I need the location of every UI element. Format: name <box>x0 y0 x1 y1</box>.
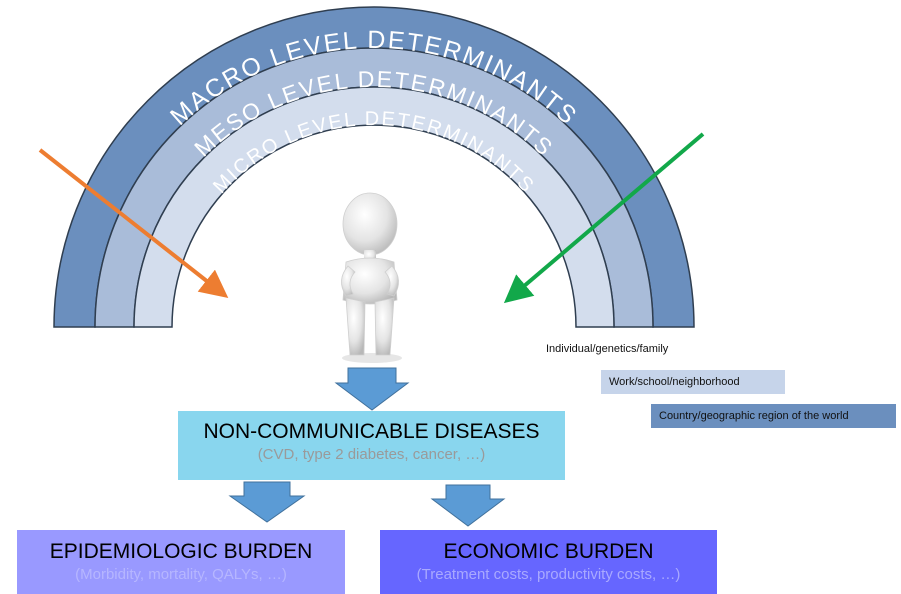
ncd-title: NON-COMMUNICABLE DISEASES <box>203 420 540 443</box>
ncd-box: NON-COMMUNICABLE DISEASES (CVD, type 2 d… <box>178 411 565 480</box>
ncd-subtitle: (CVD, type 2 diabetes, cancer, …) <box>257 446 486 463</box>
legend-work: Work/school/neighborhood <box>601 370 785 394</box>
orange-arrow <box>38 148 229 298</box>
economic-burden-subtitle: (Treatment costs, productivity costs, …) <box>416 566 681 583</box>
epidemiologic-burden-subtitle: (Morbidity, mortality, QALYs, …) <box>75 566 287 583</box>
down-arrow-to-economic <box>430 484 506 527</box>
legend-individual: Individual/genetics/family <box>538 337 719 361</box>
person-icon <box>341 192 402 363</box>
micro-ring <box>133 86 615 328</box>
economic-burden-title: ECONOMIC BURDEN <box>443 540 654 563</box>
economic-burden-box: ECONOMIC BURDEN (Treatment costs, produc… <box>380 530 717 594</box>
down-arrow-to-ncd <box>334 367 410 411</box>
green-arrow <box>503 132 705 304</box>
down-arrow-to-epidemiologic <box>228 481 306 523</box>
epidemiologic-burden-title: EPIDEMIOLOGIC BURDEN <box>49 540 313 563</box>
legend-country: Country/geographic region of the world <box>651 404 896 428</box>
epidemiologic-burden-box: EPIDEMIOLOGIC BURDEN (Morbidity, mortali… <box>17 530 345 594</box>
